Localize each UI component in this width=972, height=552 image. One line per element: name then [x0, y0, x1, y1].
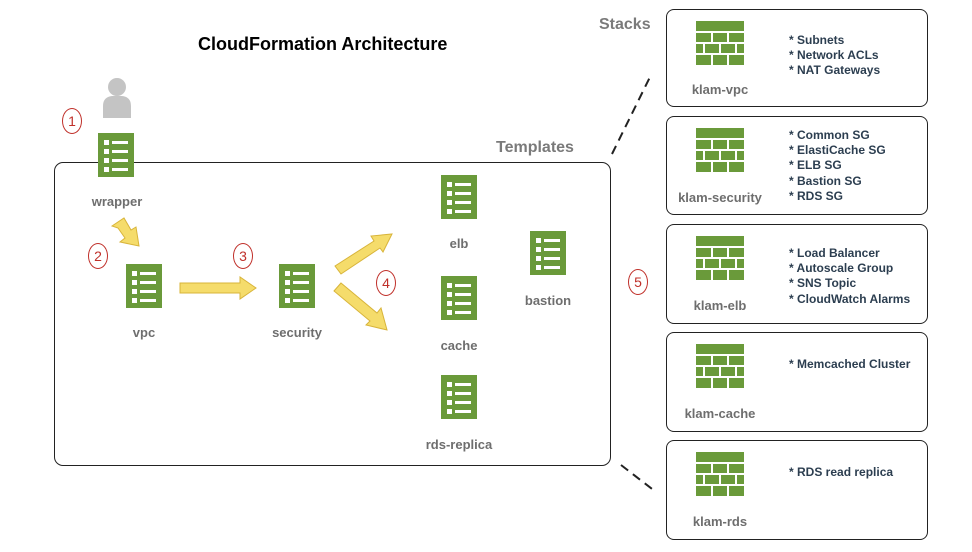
template-label-security: security [272, 325, 322, 340]
stack-resource-item: * CloudWatch Alarms [789, 291, 911, 306]
template-label-wrapper: wrapper [91, 194, 143, 209]
stack-icon [696, 452, 744, 496]
stack-icon [696, 128, 744, 172]
stack-resource-item: * RDS read replica [789, 465, 894, 479]
stack-resource-item: * Bastion SG [789, 173, 862, 188]
step-2-badge: 2 [88, 243, 108, 269]
stacks-heading: Stacks [599, 16, 651, 33]
stack-resource-item: * Memcached Cluster [789, 357, 911, 371]
arrow-vpc-to-security [179, 276, 257, 300]
template-label-rds-replica: rds-replica [425, 437, 493, 452]
stack-resource-item: * SNS Topic [789, 276, 857, 291]
stack-resource-item: * RDS SG [789, 188, 844, 203]
stack-resource-item: * Subnets [789, 33, 845, 47]
stack-resource-list: * Load Balancer * Autoscale Group * SNS … [789, 246, 910, 307]
stack-box-klam-security: klam-security * Common SG * ElastiCache … [666, 116, 928, 215]
stack-resource-list: * Memcached Cluster [789, 357, 910, 372]
template-label-vpc: vpc [132, 325, 156, 340]
templates-heading: Templates [496, 139, 574, 156]
step-3-badge: 3 [233, 243, 253, 269]
template-label-elb: elb [449, 236, 469, 251]
stack-box-klam-elb: klam-elb * Load Balancer * Autoscale Gro… [666, 224, 928, 324]
stack-icon [696, 344, 744, 388]
template-label-cache: cache [440, 338, 478, 353]
user-icon [103, 78, 131, 118]
template-label-bastion: bastion [524, 293, 572, 308]
stack-resource-item: * ELB SG [789, 158, 842, 173]
stack-resource-item: * NAT Gateways [789, 63, 881, 78]
stack-icon [696, 236, 744, 280]
stack-resource-list: * RDS read replica [789, 465, 893, 480]
stack-resource-list: * Subnets * Network ACLs * NAT Gateways [789, 33, 880, 79]
arrow-security-to-elb [334, 233, 393, 275]
stack-name: klam-elb [693, 298, 747, 313]
templates-container [54, 162, 611, 466]
diagram-title: CloudFormation Architecture [198, 34, 448, 54]
stack-name: klam-rds [692, 514, 748, 529]
stack-resource-item: * ElastiCache SG [789, 143, 886, 158]
arrow-wrapper-to-vpc [110, 217, 140, 247]
stack-box-klam-vpc: klam-vpc * Subnets * Network ACLs * NAT … [666, 9, 928, 107]
stack-box-klam-cache: klam-cache * Memcached Cluster [666, 332, 928, 432]
stack-icon [696, 21, 744, 65]
dashed-connector-top [611, 76, 651, 155]
stack-resource-item: * Load Balancer [789, 246, 880, 260]
stack-name: klam-vpc [691, 82, 749, 97]
stack-resource-item: * Network ACLs [789, 48, 879, 63]
stack-resource-list: * Common SG * ElastiCache SG * ELB SG * … [789, 128, 886, 204]
step-1-badge: 1 [62, 108, 82, 134]
stack-box-klam-rds: klam-rds * RDS read replica [666, 440, 928, 540]
dashed-connector-bottom [620, 464, 657, 493]
stack-resource-item: * Common SG [789, 128, 870, 142]
stack-name: klam-security [678, 190, 762, 205]
step-4-badge: 4 [376, 270, 396, 296]
step-5-badge: 5 [628, 269, 648, 295]
stack-resource-item: * Autoscale Group [789, 261, 894, 276]
arrow-security-to-cache [333, 282, 388, 331]
stack-name: klam-cache [684, 406, 756, 421]
